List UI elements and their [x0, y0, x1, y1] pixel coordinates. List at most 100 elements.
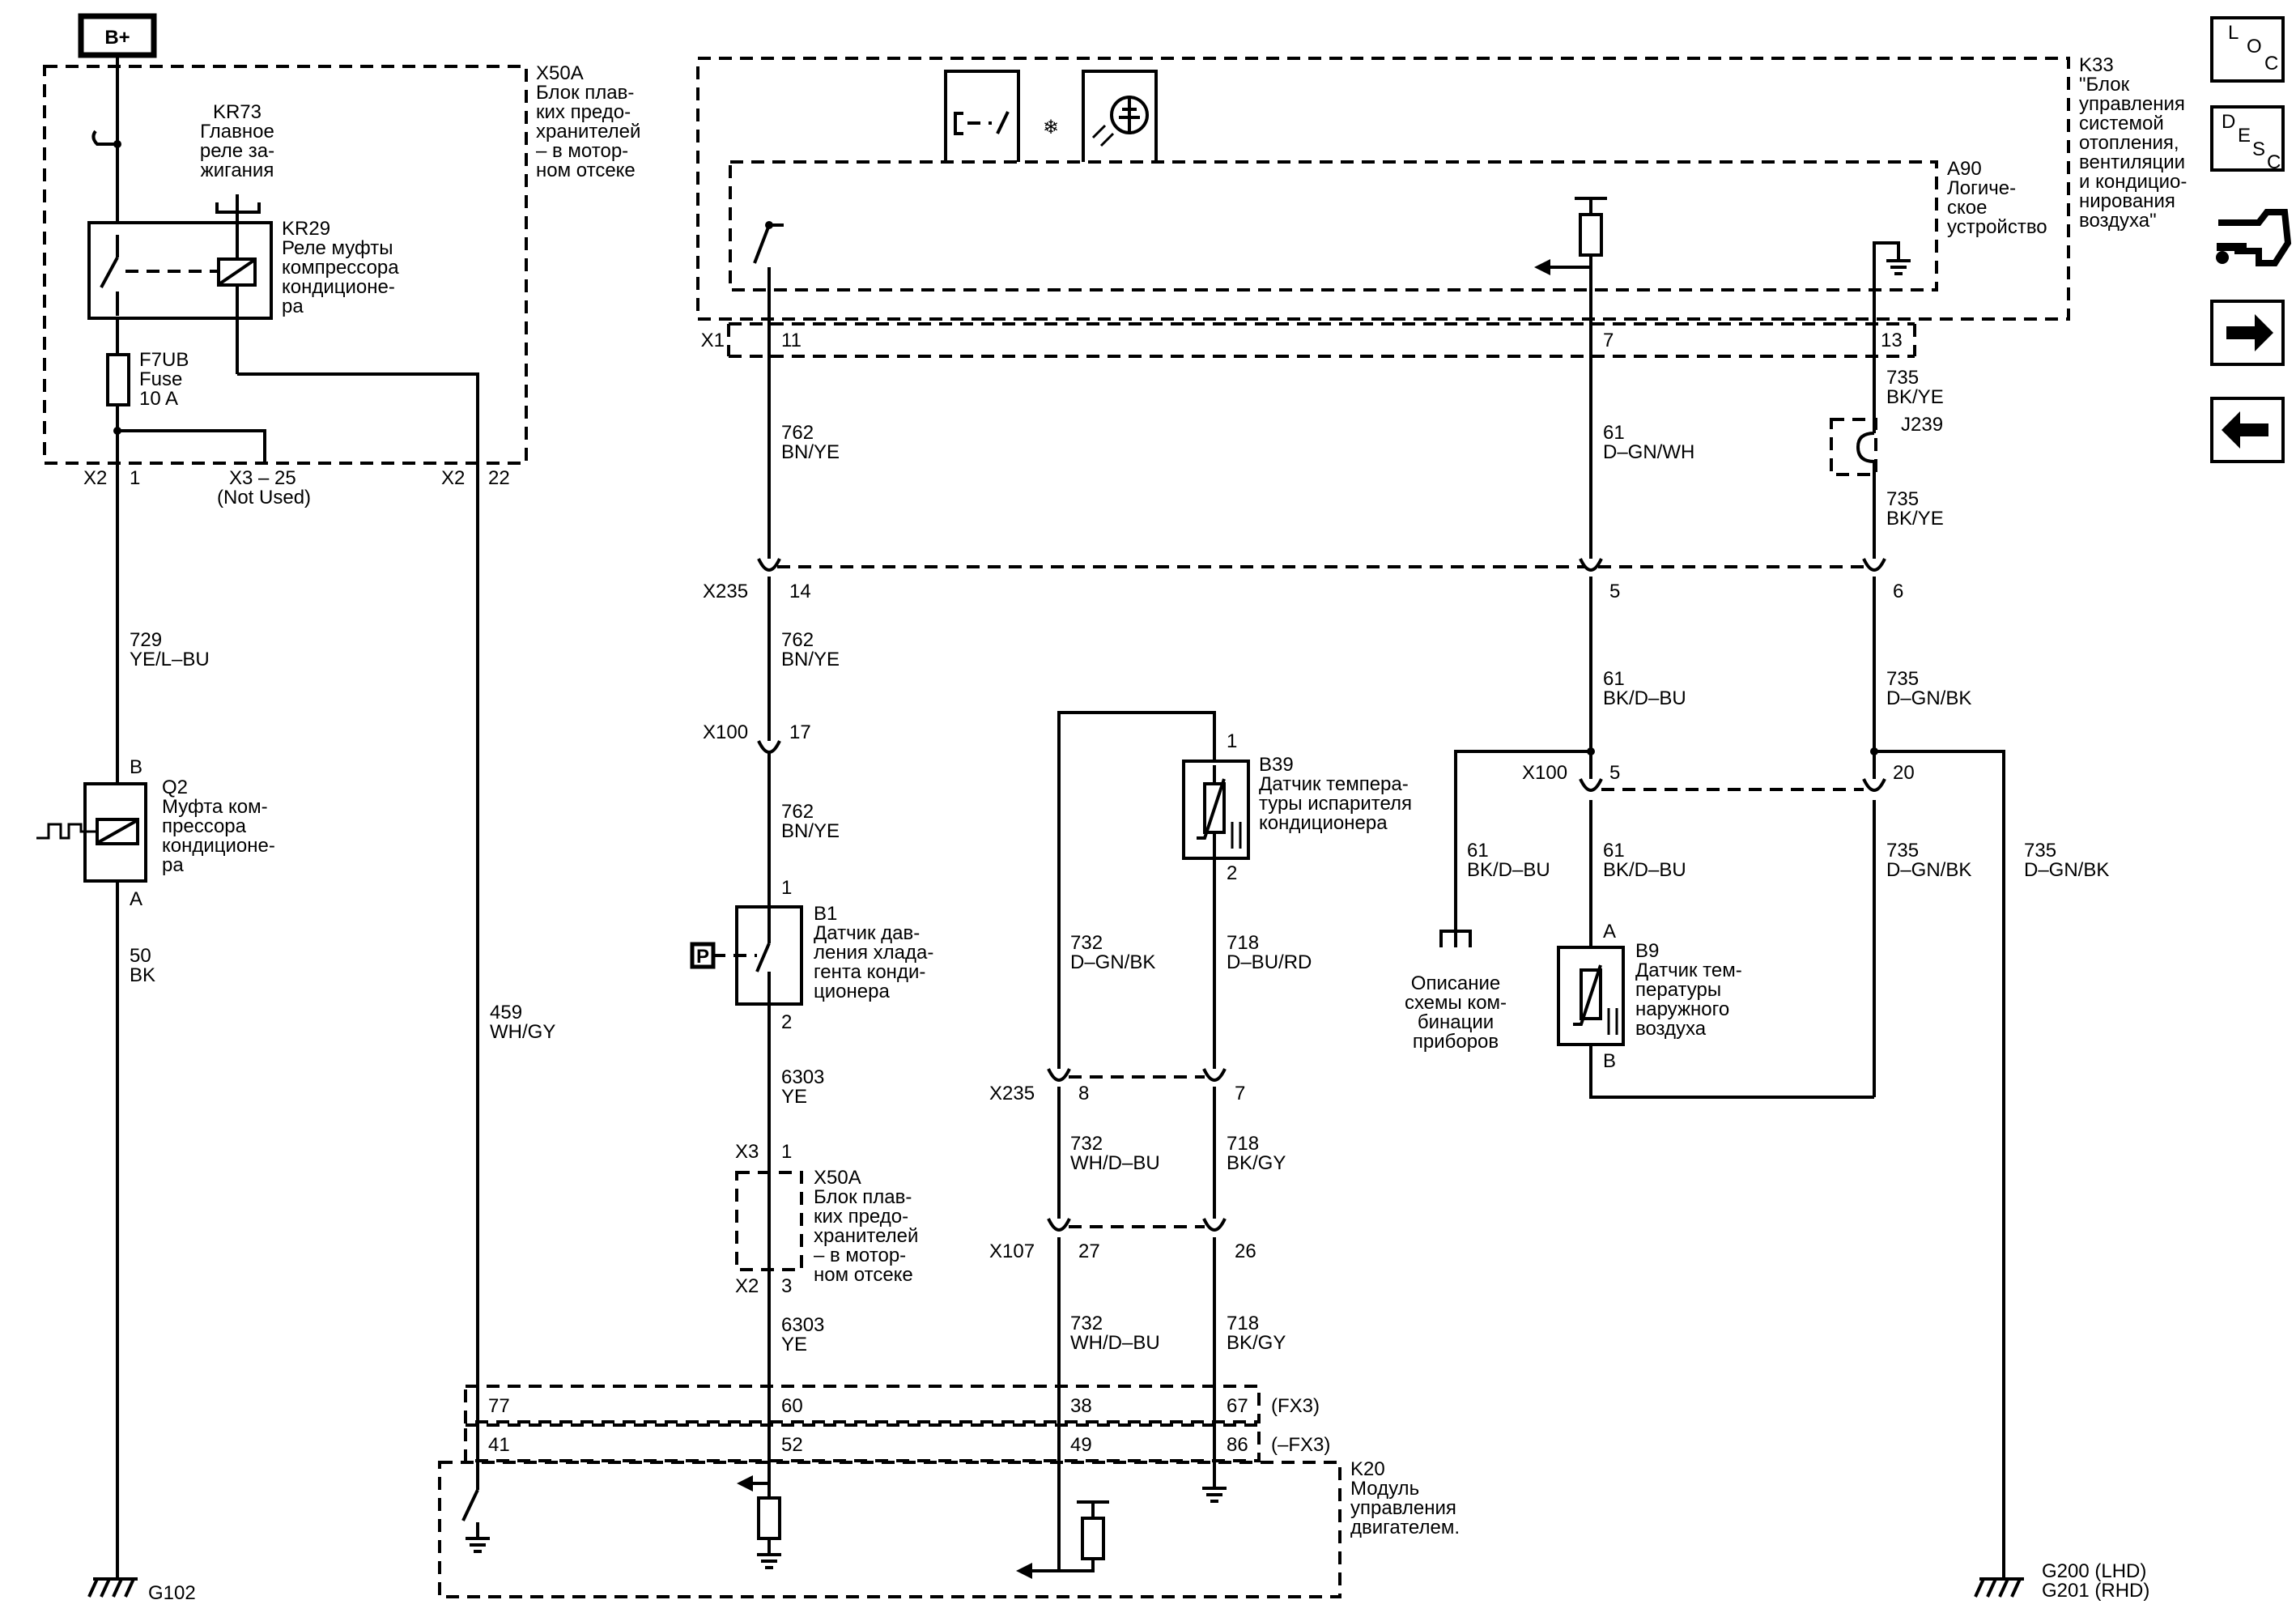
svg-text:туры испарителя: туры испарителя: [1259, 793, 1412, 815]
svg-text:41: 41: [488, 1434, 510, 1456]
svg-text:22: 22: [488, 467, 510, 489]
svg-text:Муфта ком-: Муфта ком-: [162, 796, 268, 818]
svg-text:KR29: KR29: [282, 218, 330, 240]
connector-hand-icon[interactable]: [2216, 209, 2292, 266]
svg-text:WH/GY: WH/GY: [490, 1021, 555, 1043]
svg-text:B: B: [130, 756, 142, 778]
svg-text:YE: YE: [781, 1334, 807, 1355]
svg-text:YE/L–BU: YE/L–BU: [130, 649, 210, 670]
ground-g102: G102: [87, 1577, 196, 1604]
svg-text:20: 20: [1893, 762, 1915, 784]
arrow-right-icon: [2226, 314, 2273, 351]
svg-text:BK/GY: BK/GY: [1227, 1332, 1286, 1354]
svg-text:77: 77: [488, 1395, 510, 1417]
ecm-outline: [438, 1461, 1341, 1598]
svg-text:A: A: [1603, 921, 1616, 943]
svg-text:X100: X100: [1522, 762, 1567, 784]
svg-text:2: 2: [1227, 862, 1237, 884]
svg-text:управления: управления: [2079, 93, 2185, 115]
svg-text:3: 3: [781, 1275, 792, 1297]
svg-text:P: P: [696, 946, 709, 968]
svg-text:61: 61: [1603, 422, 1625, 444]
svg-text:11: 11: [781, 330, 801, 351]
svg-text:735: 735: [2024, 840, 2056, 862]
hvac-module-outline: [696, 57, 2070, 321]
svg-text:Описание: Описание: [1411, 972, 1500, 994]
pressure-sensor-b1: 1 P 2 B1 Датчик дав- ления хлада- гента …: [690, 877, 933, 1033]
ecm-input-52: [737, 1475, 781, 1569]
indicator-lamp-icon: [1082, 70, 1158, 162]
svg-text:8: 8: [1078, 1083, 1089, 1104]
svg-text:X235: X235: [703, 581, 748, 602]
svg-text:WH/D–BU: WH/D–BU: [1070, 1332, 1160, 1354]
svg-text:718: 718: [1227, 1133, 1259, 1155]
compressor-clutch-q2: B A Q2 Муфта ком- прессора кондиционе- р…: [36, 756, 275, 910]
svg-text:2: 2: [781, 1011, 792, 1033]
cluster-reference: Описание схемы ком- бинации приборов: [1405, 930, 1507, 1053]
svg-text:14: 14: [789, 581, 811, 602]
svg-text:бинации: бинации: [1418, 1011, 1494, 1033]
loc-button[interactable]: L O C: [2210, 16, 2285, 83]
svg-text:отопления,: отопления,: [2079, 132, 2179, 154]
svg-text:50: 50: [130, 945, 151, 967]
back-button[interactable]: [2210, 397, 2285, 463]
svg-text:– в мотор-: – в мотор-: [814, 1245, 906, 1266]
svg-text:X2: X2: [441, 467, 465, 489]
svg-text:732: 732: [1070, 1313, 1103, 1334]
svg-text:735: 735: [1886, 668, 1919, 690]
svg-text:A90: A90: [1947, 158, 1982, 180]
svg-text:жигания: жигания: [201, 160, 274, 181]
svg-text:гента конди-: гента конди-: [814, 961, 925, 983]
evaporator-sensor-b39: 1 2 B39 Датчик темпера- туры испарителя …: [1182, 730, 1412, 884]
svg-text:X235: X235: [989, 1083, 1035, 1104]
svg-text:системой: системой: [2079, 113, 2164, 134]
svg-text:7: 7: [1603, 330, 1614, 351]
svg-text:729: 729: [130, 629, 162, 651]
svg-text:BN/YE: BN/YE: [781, 820, 840, 842]
ecm-driver-41: [461, 1474, 490, 1553]
svg-text:38: 38: [1070, 1395, 1092, 1417]
svg-text:вентиляции: вентиляции: [2079, 151, 2185, 173]
desc-button[interactable]: D E S C: [2210, 105, 2285, 173]
fuse-block-passthrough: X3 1 X2 3 X50A Блок плав- ких предо- хра…: [735, 1141, 918, 1297]
svg-text:6303: 6303: [781, 1314, 824, 1336]
svg-text:Главное: Главное: [200, 121, 274, 143]
svg-text:воздуха: воздуха: [1635, 1018, 1707, 1040]
svg-text:G200 (LHD): G200 (LHD): [2042, 1560, 2146, 1582]
svg-text:17: 17: [789, 721, 811, 743]
svg-text:A: A: [130, 888, 142, 910]
svg-text:– в мотор-: – в мотор-: [536, 140, 628, 162]
splice-j239: J239: [1830, 414, 1943, 476]
svg-text:X3: X3: [735, 1141, 759, 1163]
ecm-input-49: [1016, 1500, 1109, 1579]
hvac-module-label: K33 "Блок управления системой отопления,…: [2079, 54, 2187, 232]
svg-text:D–GN/BK: D–GN/BK: [1886, 687, 1971, 709]
svg-text:BN/YE: BN/YE: [781, 441, 840, 463]
svg-text:735: 735: [1886, 840, 1919, 862]
svg-text:6303: 6303: [781, 1066, 824, 1088]
next-button[interactable]: [2210, 300, 2285, 366]
svg-text:схемы ком-: схемы ком-: [1405, 992, 1507, 1014]
svg-text:J239: J239: [1901, 414, 1943, 436]
svg-text:X3 – 25: X3 – 25: [229, 467, 296, 489]
svg-text:ном отсеке: ном отсеке: [814, 1264, 913, 1286]
svg-text:кондиционе-: кондиционе-: [162, 835, 275, 857]
svg-text:L: L: [2228, 22, 2239, 44]
svg-text:7: 7: [1235, 1083, 1245, 1104]
svg-text:27: 27: [1078, 1240, 1100, 1262]
svg-text:718: 718: [1227, 932, 1259, 954]
svg-text:1: 1: [781, 877, 792, 899]
svg-text:Блок плав-: Блок плав-: [536, 82, 634, 104]
svg-text:732: 732: [1070, 1133, 1103, 1155]
svg-text:компрессора: компрессора: [282, 257, 399, 279]
svg-text:Реле муфты: Реле муфты: [282, 237, 393, 259]
svg-text:762: 762: [781, 629, 814, 651]
svg-text:ких предо-: ких предо-: [536, 101, 631, 123]
svg-text:26: 26: [1235, 1240, 1256, 1262]
svg-text:воздуха": воздуха": [2079, 210, 2157, 232]
svg-text:X50A: X50A: [814, 1167, 861, 1189]
svg-text:(FX3): (FX3): [1271, 1395, 1320, 1417]
svg-text:Модуль: Модуль: [1350, 1478, 1419, 1500]
svg-text:BK/GY: BK/GY: [1227, 1152, 1286, 1174]
